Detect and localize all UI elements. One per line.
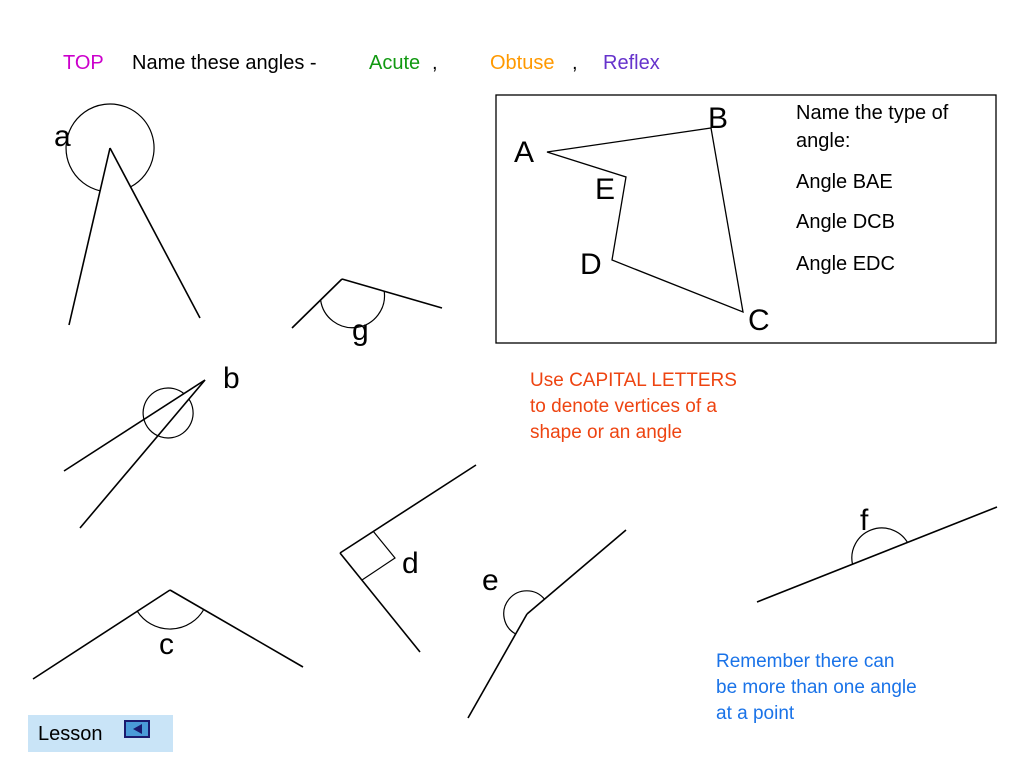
question-line1: Name the type of	[796, 102, 949, 124]
angle-g	[291, 278, 443, 329]
note-line: at a point	[716, 703, 795, 724]
note-line: Remember there can	[716, 651, 895, 672]
lesson-nav-button[interactable]: Lesson	[28, 715, 173, 752]
question-item-3: Angle EDC	[796, 253, 895, 275]
back-arrow-icon[interactable]	[124, 720, 150, 738]
vertex-B: B	[708, 102, 729, 135]
obtuse-word: Obtuse	[490, 52, 555, 74]
vertex-D: D	[580, 248, 602, 281]
label-b: b	[223, 362, 240, 395]
vertex-A: A	[514, 136, 535, 169]
angle-e	[467, 529, 627, 719]
capital-letters-note: Use CAPITAL LETTERS to denote vertices o…	[530, 368, 737, 446]
remember-note: Remember there can be more than one angl…	[716, 649, 917, 727]
label-e: e	[482, 564, 499, 597]
label-c: c	[159, 628, 174, 661]
label-f: f	[860, 504, 869, 537]
pentagon-ABCDE	[546, 127, 744, 314]
label-g: g	[352, 314, 369, 347]
separator: ,	[572, 52, 578, 74]
label-a: a	[54, 120, 71, 153]
acute-word: Acute	[369, 52, 421, 74]
label-d: d	[402, 547, 419, 580]
vertex-C: C	[748, 304, 770, 337]
note-line: Use CAPITAL LETTERS	[530, 370, 737, 391]
angle-d	[339, 464, 477, 653]
top-link[interactable]: TOP	[63, 52, 104, 74]
angle-b	[63, 379, 206, 529]
reflex-word: Reflex	[603, 52, 660, 74]
note-line: to denote vertices of a	[530, 396, 717, 417]
angle-a	[65, 103, 201, 326]
note-line: shape or an angle	[530, 422, 683, 443]
angle-c	[32, 589, 304, 680]
instruction-text: Name these angles -	[132, 52, 317, 74]
question-line2: angle:	[796, 130, 851, 152]
separator: ,	[432, 52, 438, 74]
question-item-1: Angle BAE	[796, 171, 893, 193]
question-item-2: Angle DCB	[796, 211, 895, 233]
shape-box	[495, 94, 997, 344]
angle-f	[756, 506, 998, 603]
vertex-E: E	[595, 173, 616, 206]
lesson-label: Lesson	[38, 723, 103, 745]
note-line: be more than one angle	[716, 677, 917, 698]
